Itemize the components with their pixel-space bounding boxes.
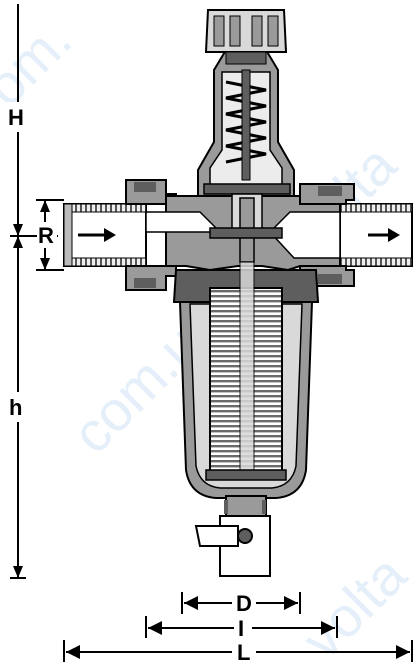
inlet-flow-arrow bbox=[78, 228, 116, 242]
inlet-pipe bbox=[63, 203, 147, 267]
svg-text:volta: volta bbox=[290, 542, 415, 666]
outlet-channel bbox=[268, 211, 341, 259]
dimension-label-R: R bbox=[38, 223, 54, 248]
drain-valve bbox=[194, 495, 271, 577]
outlet-union-nut bbox=[299, 183, 355, 287]
dimension-label-I: I bbox=[238, 616, 244, 641]
pressure-spring bbox=[225, 80, 267, 164]
dimension-label-L: L bbox=[237, 640, 250, 665]
adjusting-knob bbox=[204, 9, 288, 65]
center-tube bbox=[239, 261, 255, 473]
dimension-label-D: D bbox=[236, 591, 252, 616]
dimension-L bbox=[63, 640, 413, 662]
label-bg-h bbox=[4, 392, 32, 422]
dimension-label-H: H bbox=[8, 105, 24, 130]
outlet-flow-arrow bbox=[368, 228, 400, 242]
svg-text:om.: om. bbox=[0, 7, 83, 118]
adjusting-stem bbox=[241, 69, 251, 181]
dimension-label-h: h bbox=[9, 395, 22, 420]
dimension-D bbox=[181, 592, 301, 614]
cartridge-base bbox=[205, 469, 287, 481]
diaphragm-assembly bbox=[203, 183, 291, 263]
inlet-union-nut bbox=[125, 179, 177, 291]
label-bg-H bbox=[4, 102, 32, 132]
dimension-I bbox=[145, 616, 338, 638]
label-bg-R bbox=[37, 222, 57, 248]
